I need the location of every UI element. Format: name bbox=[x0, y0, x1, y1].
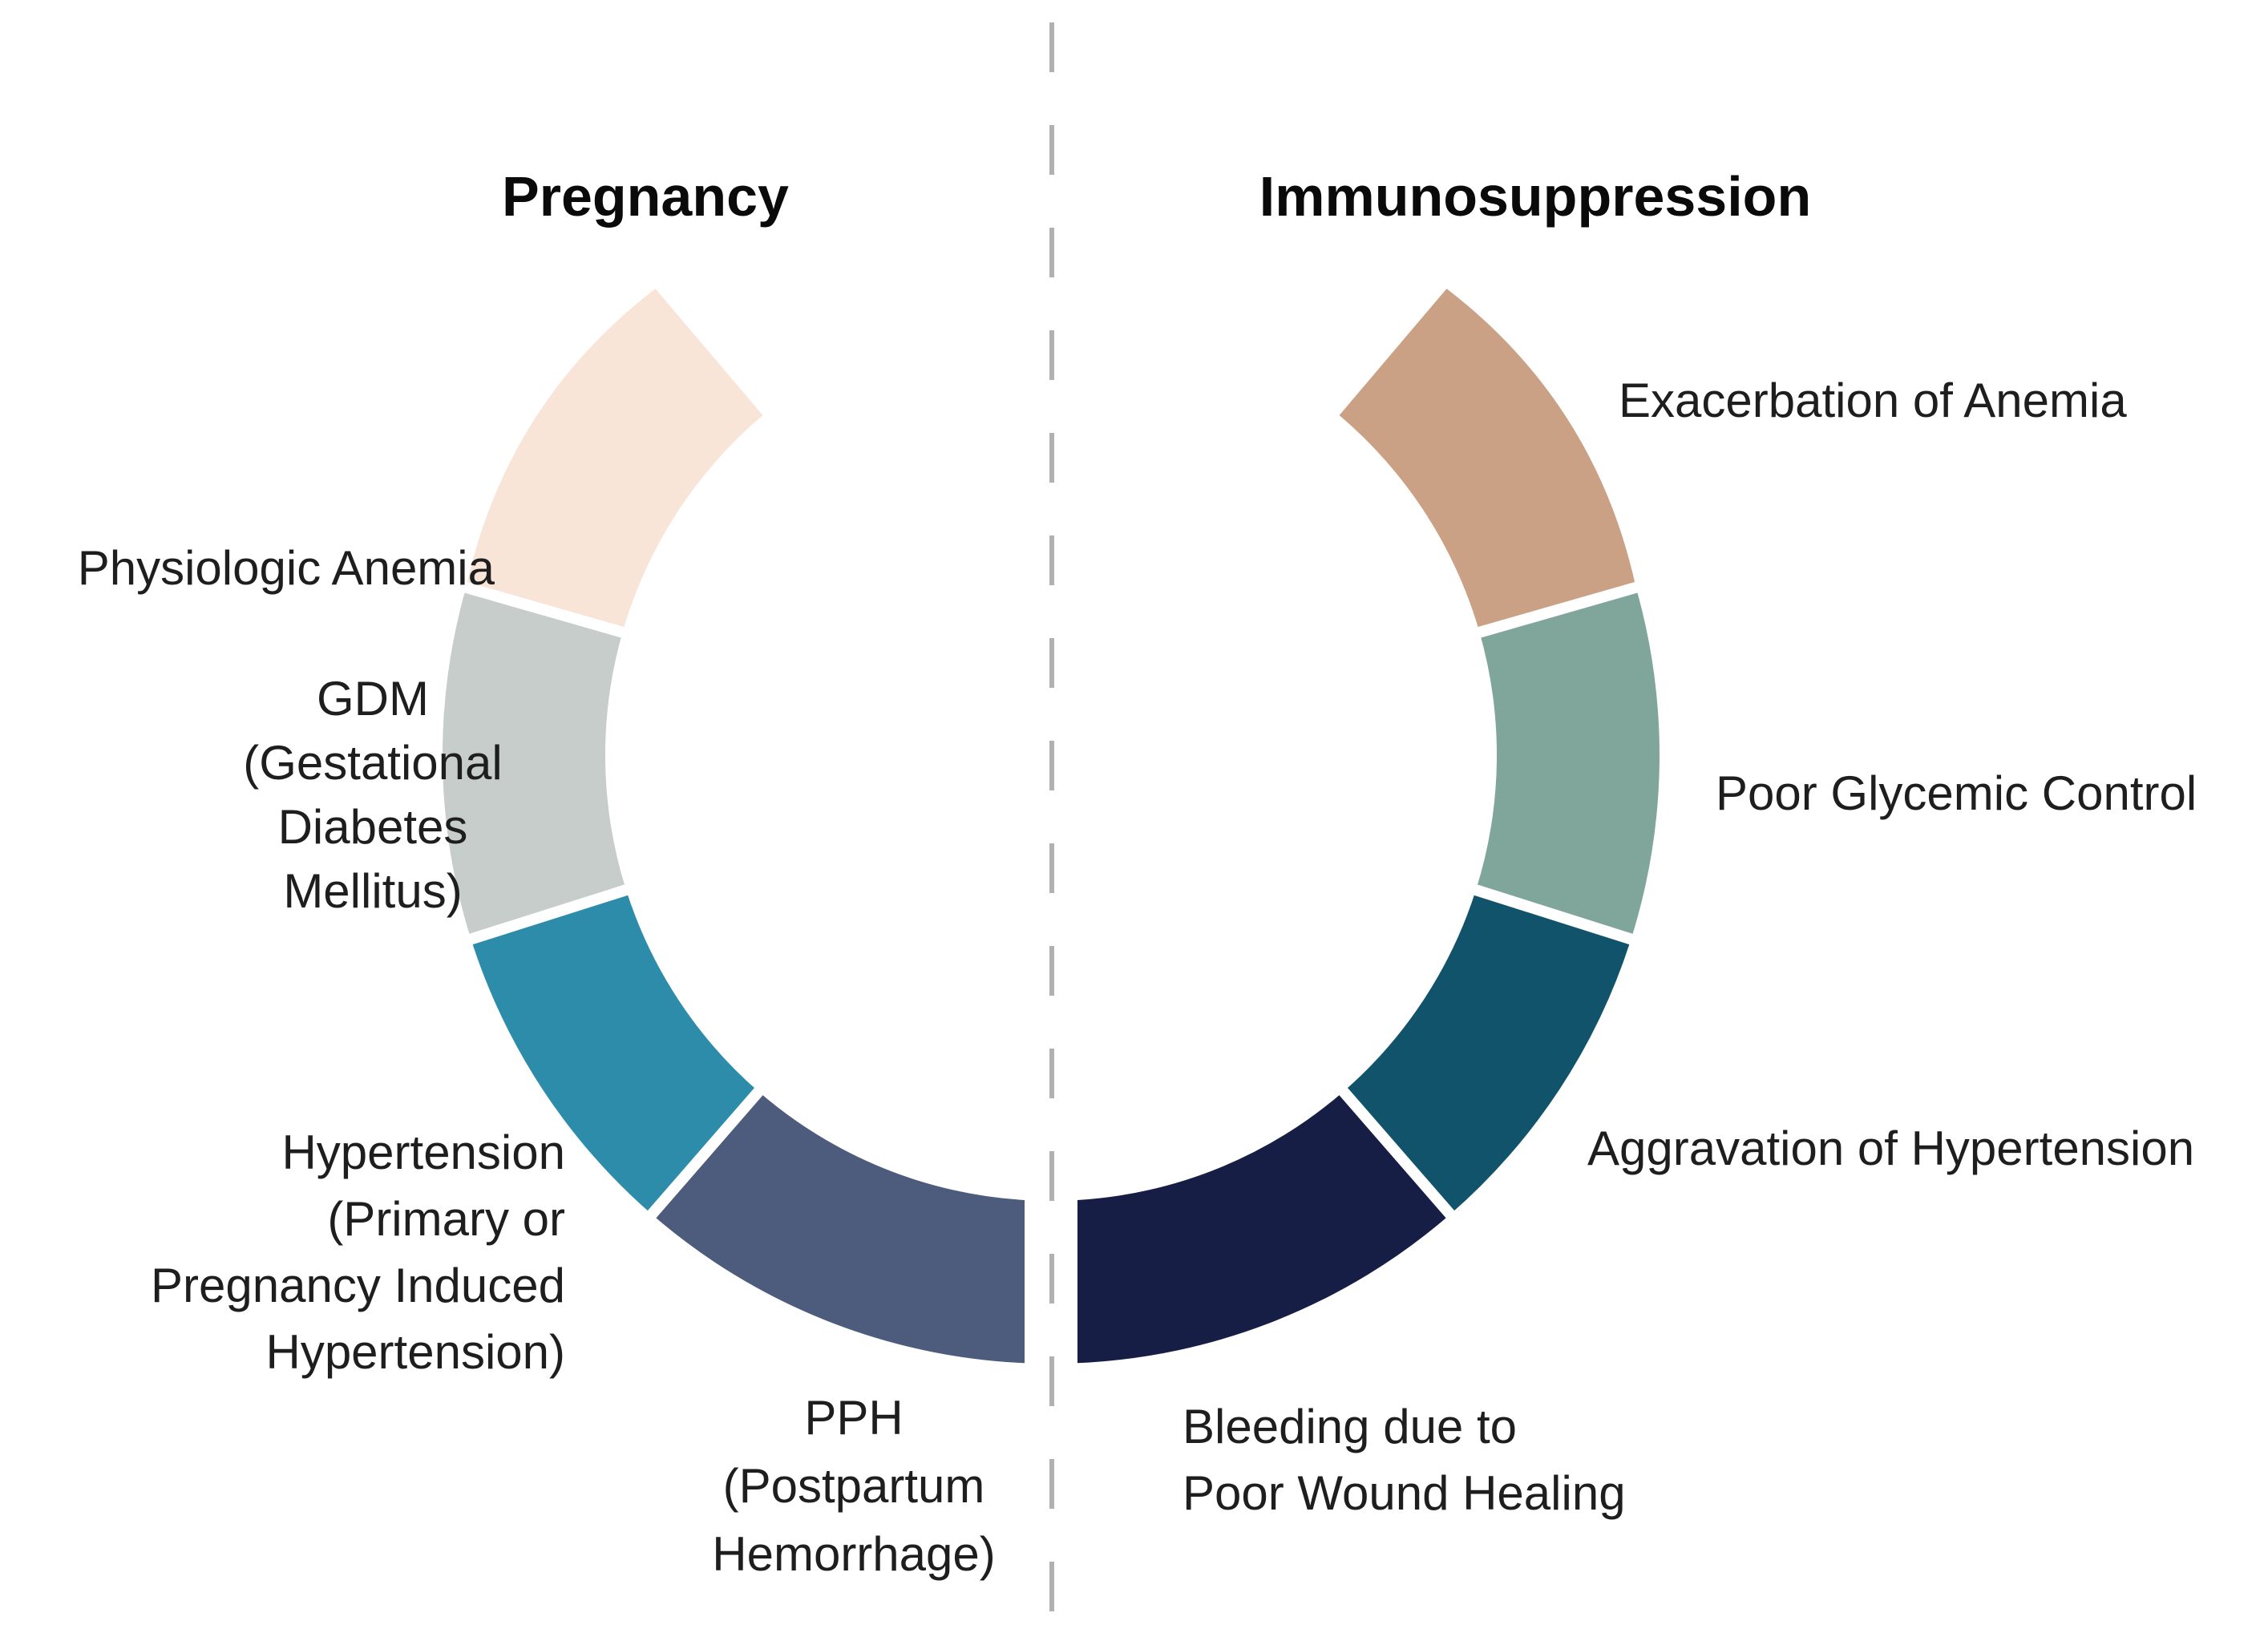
segment-gdm bbox=[442, 587, 626, 940]
segment-pph bbox=[652, 1091, 1025, 1364]
label-line: Poor Wound Healing bbox=[1183, 1465, 1626, 1520]
label-line: (Postpartum bbox=[722, 1458, 985, 1513]
label-poor-glycemic-control: Poor Glycemic Control bbox=[1716, 765, 2197, 823]
label-line: Bleeding due to bbox=[1183, 1399, 1518, 1453]
segment-hypertension bbox=[471, 890, 759, 1215]
segment-gap bbox=[1470, 580, 1645, 640]
label-hypertension: Hypertension (Primary or Pregnancy Induced… bbox=[151, 1119, 565, 1385]
label-aggravation-of-hypertension: Aggravation of Hypertension bbox=[1587, 1120, 2194, 1178]
segment-poor-glycemic-control bbox=[1476, 587, 1660, 940]
segment-aggravation-of-hypertension bbox=[1343, 890, 1631, 1215]
label-line: Hypertension bbox=[281, 1125, 565, 1179]
label-line: GDM bbox=[317, 672, 429, 726]
segment-gap bbox=[1334, 1082, 1460, 1224]
right-half-title: Immunosuppression bbox=[1259, 165, 1812, 228]
label-line: PPH bbox=[804, 1390, 904, 1445]
segment-gap bbox=[462, 882, 635, 947]
segment-exacerbation-of-anemia bbox=[1339, 289, 1636, 633]
segment-gap bbox=[642, 1082, 768, 1224]
label-line: Poor Glycemic Control bbox=[1716, 766, 2197, 820]
label-bleeding-poor-wound-healing: Bleeding due to Poor Wound Healing bbox=[1183, 1393, 1626, 1526]
label-line: Diabetes bbox=[277, 800, 468, 854]
segment-physiologic-anemia bbox=[466, 289, 763, 633]
label-line: Aggravation of Hypertension bbox=[1587, 1122, 2195, 1175]
label-line: Exacerbation of Anemia bbox=[1619, 374, 2127, 427]
left-half-title: Pregnancy bbox=[502, 165, 789, 228]
segment-bleeding-poor-wound-healing bbox=[1077, 1091, 1450, 1364]
label-line: Pregnancy Induced bbox=[150, 1258, 565, 1312]
label-line: Physiologic Anemia bbox=[77, 541, 495, 595]
segment-gap bbox=[1467, 882, 1640, 947]
label-line: (Primary or bbox=[327, 1191, 565, 1246]
label-line: Hemorrhage) bbox=[712, 1526, 996, 1581]
label-exacerbation-of-anemia: Exacerbation of Anemia bbox=[1619, 372, 2127, 430]
label-line: Hypertension) bbox=[265, 1324, 565, 1379]
label-physiologic-anemia: Physiologic Anemia bbox=[78, 540, 495, 597]
label-line: Mellitus) bbox=[283, 864, 463, 918]
segment-gap bbox=[457, 580, 632, 640]
label-line: (Gestational bbox=[243, 736, 503, 790]
